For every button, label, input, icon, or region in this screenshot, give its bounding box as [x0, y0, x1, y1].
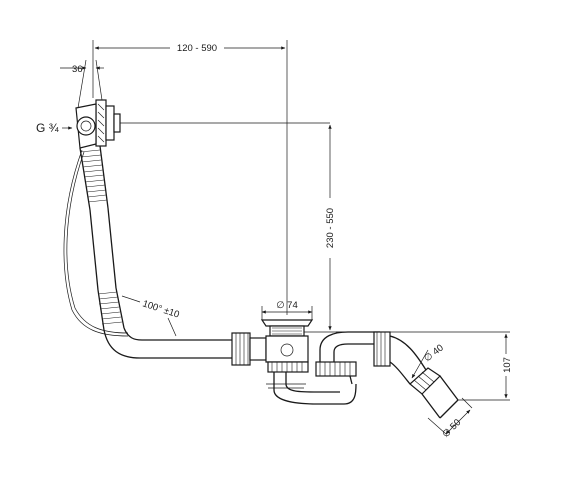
bowden-cable [63, 149, 129, 337]
bend-angle-label: 100° ±10 [141, 298, 181, 320]
trap-height-dimension: 107 [500, 333, 514, 399]
flexible-hose-lower [97, 287, 125, 331]
union-nut-left [231, 332, 267, 366]
rigid-tube [89, 207, 117, 291]
height-range-label: 230 - 550 [325, 208, 336, 248]
width-range-label: 120 - 590 [177, 43, 217, 54]
width-dimension: 120 - 590 [92, 40, 288, 315]
drain-diameter-label: ∅ 74 [276, 300, 297, 311]
connection-label: G ¾ [36, 121, 60, 135]
offset-label: 36 [72, 64, 83, 75]
drain-diameter-dimension: ∅ 74 [261, 300, 313, 320]
siphon [315, 331, 427, 385]
trap-height-label: 107 [502, 357, 513, 373]
outlet-diameter-label: ∅ 40 [422, 342, 446, 364]
pipe-diameter-dimension: ∅ 50 [427, 397, 473, 440]
overflow-head [75, 99, 330, 149]
outlet-pipe [336, 331, 510, 419]
flexible-hose-upper [79, 145, 109, 211]
drain-body [260, 319, 357, 405]
height-dimension: 230 - 550 [300, 124, 345, 333]
offset-dimension: 36 [60, 59, 104, 109]
horizontal-pipe [103, 327, 232, 359]
